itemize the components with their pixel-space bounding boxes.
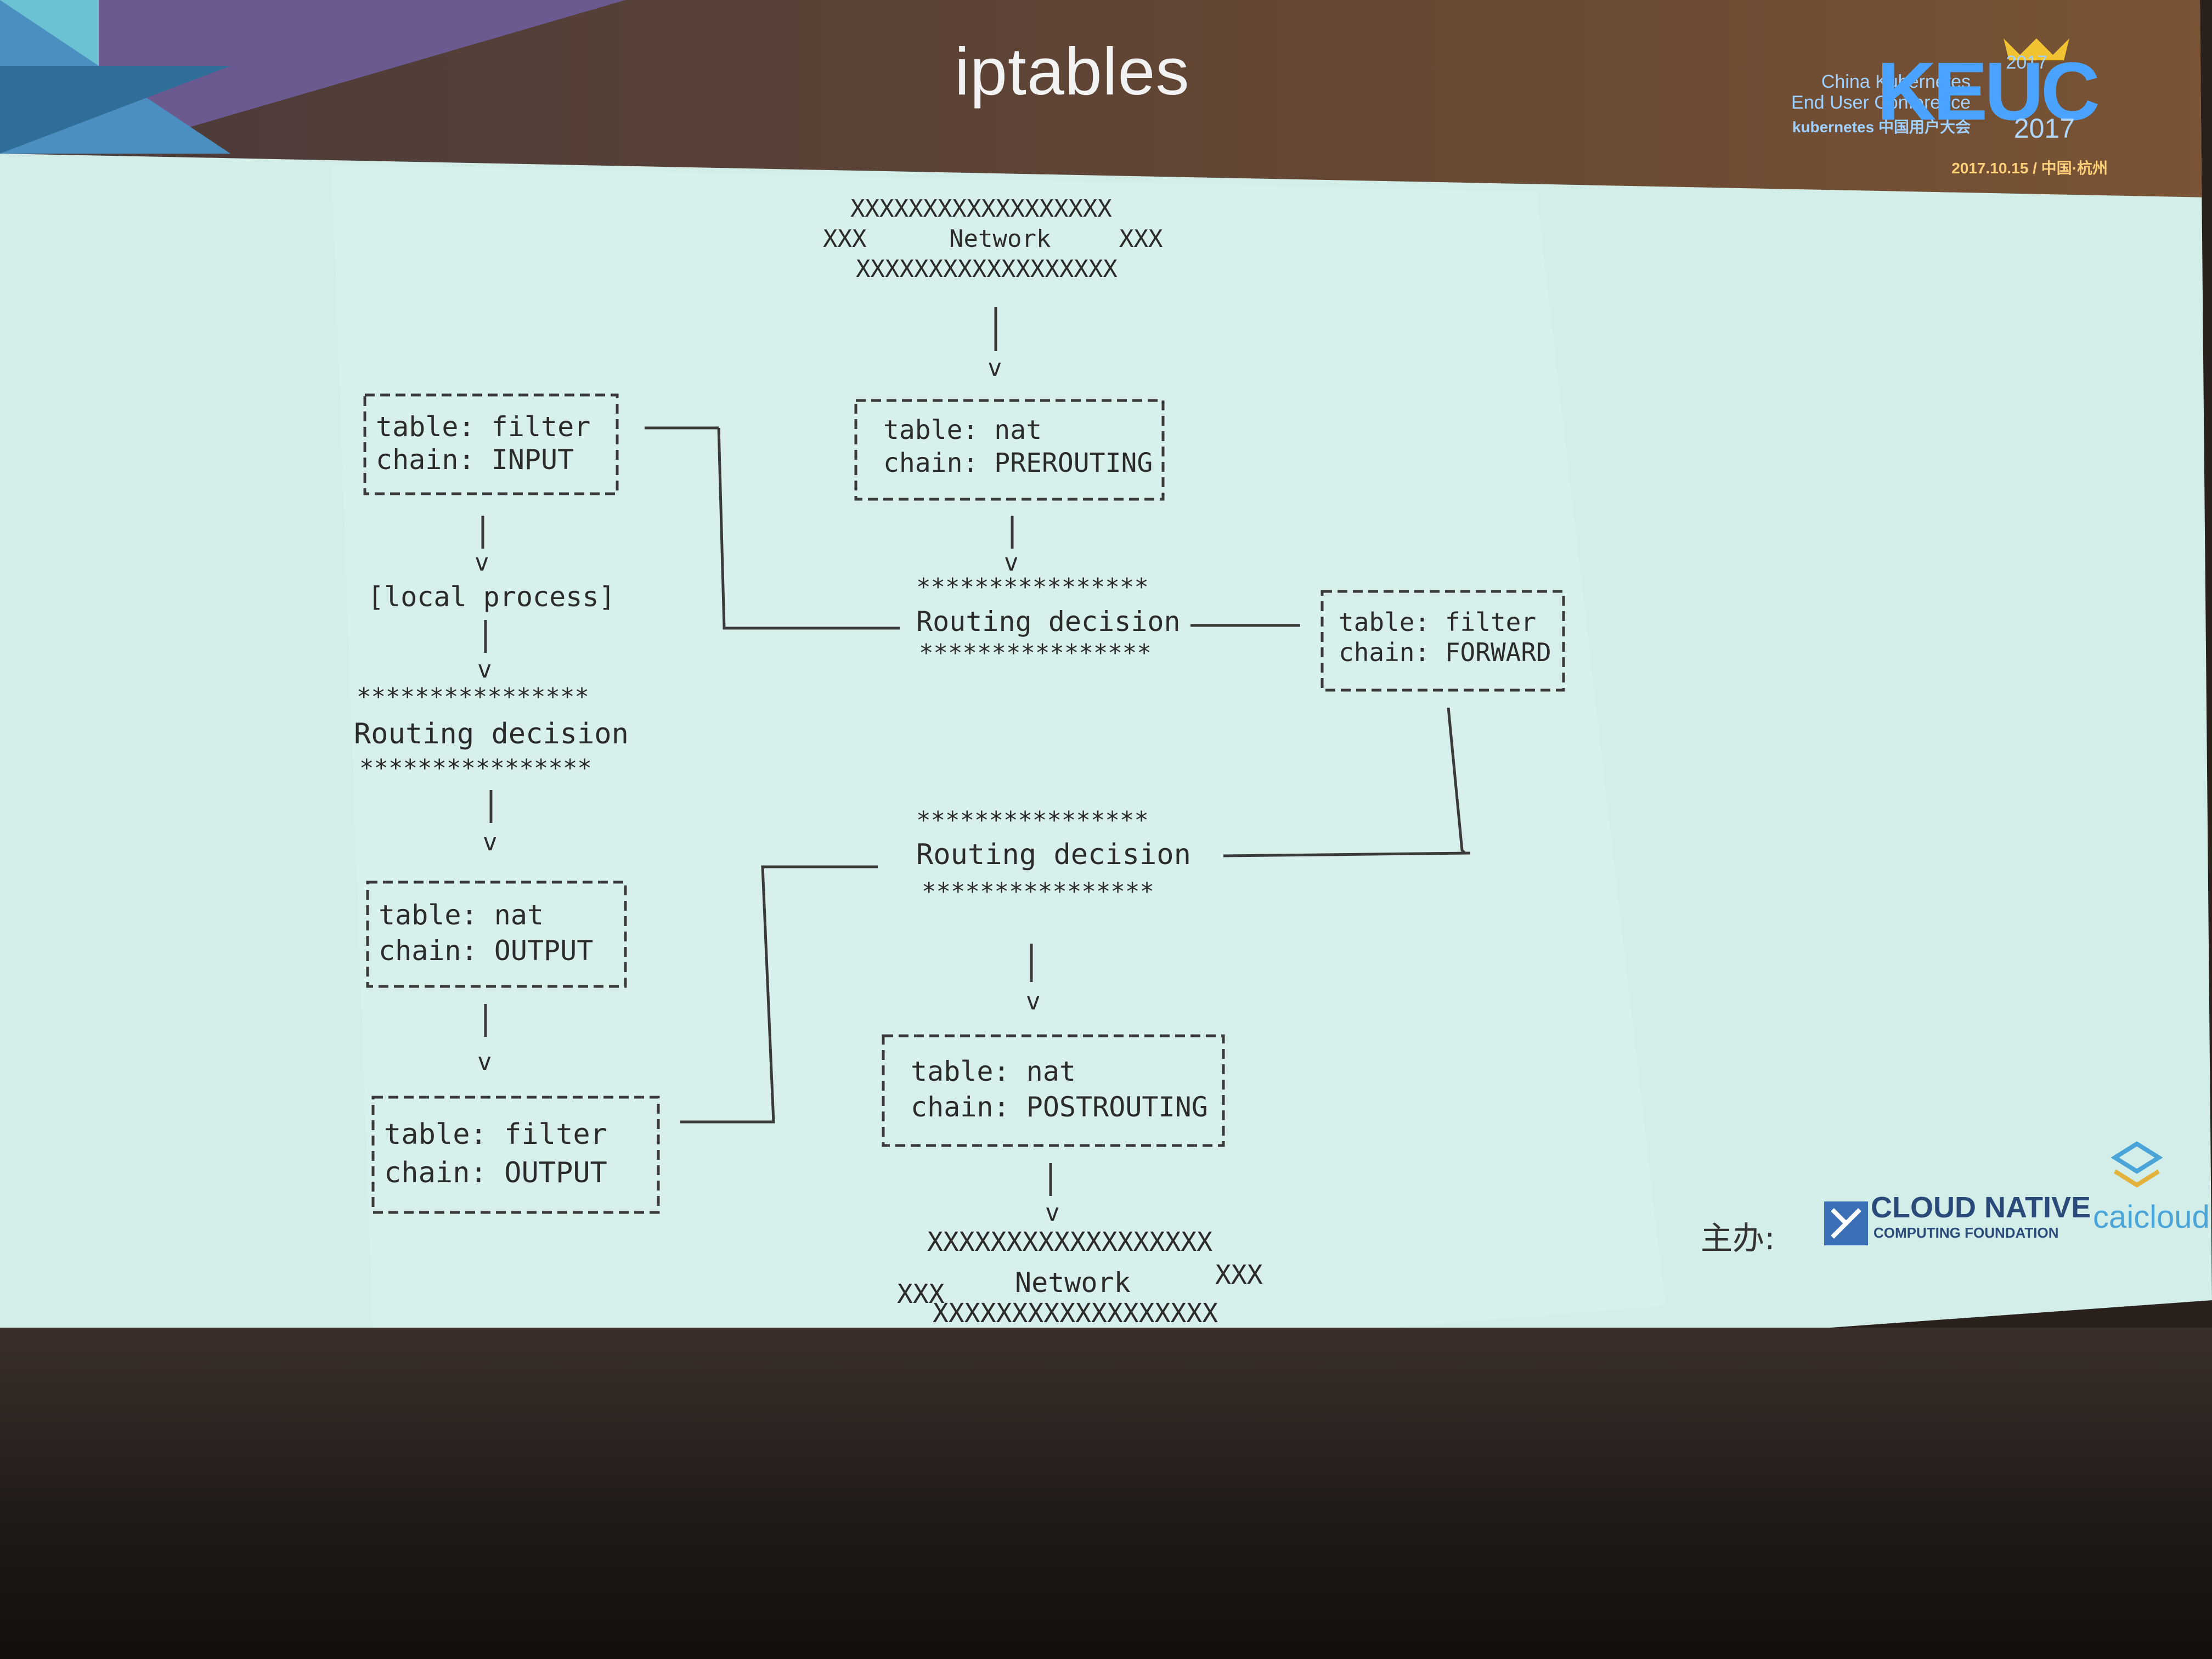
cncf-logo-icon [1824, 1201, 1868, 1245]
box-nat-prerouting-table: table: nat [883, 415, 1042, 445]
conference-name-line2: End User Conference [1791, 92, 1971, 113]
caicloud-logo-icon [2111, 1141, 2163, 1188]
box-filter-input-chain: chain: INPUT [376, 444, 574, 476]
conference-name-line3: kubernetes 中国用户大会 [1792, 119, 1971, 136]
network-bottom-border: XXXXXXXXXXXXXXXXXX [933, 1298, 1218, 1329]
box-nat-postrouting-chain: chain: POSTROUTING [911, 1091, 1208, 1123]
connector-line [680, 865, 878, 1124]
box-filter-output-chain: chain: OUTPUT [384, 1156, 607, 1189]
routing-stars: **************** [919, 639, 1152, 667]
network-bottom-label: Network [1015, 1267, 1131, 1299]
cncf-name: CLOUD NATIVE [1871, 1191, 2091, 1224]
network-top-label: Network [949, 225, 1051, 253]
arrow-down: v [477, 656, 492, 684]
network-top-border: XXXXXXXXXXXXXXXXXX [850, 195, 1112, 223]
crown-icon [2004, 38, 2069, 60]
sponsor-label: 主办: [1701, 1220, 1775, 1257]
projected-slide: iptables 2017 China Kubernetes End User … [0, 0, 2212, 1459]
box-border [363, 393, 619, 495]
arrow-down: v [477, 1048, 492, 1076]
arrow-down: v [475, 549, 489, 577]
box-border [1321, 590, 1565, 692]
connector-line [717, 427, 900, 630]
box-nat-output-chain: chain: OUTPUT [379, 935, 593, 967]
cncf-subtitle: COMPUTING FOUNDATION [1874, 1224, 2059, 1241]
box-nat-prerouting-chain: chain: PREROUTING [883, 448, 1153, 478]
box-filter-forward-chain: chain: FORWARD [1339, 637, 1551, 667]
conference-logo [2004, 38, 2069, 60]
network-bottom-border: XXXXXXXXXXXXXXXXXX [927, 1227, 1212, 1257]
conference-year-small: 2017 [2006, 52, 2047, 73]
network-top-label-right: XXX [1119, 225, 1163, 253]
routing-stars: **************** [922, 878, 1154, 906]
routing-stars: **************** [357, 683, 589, 711]
routing-decision-label: Routing decision [916, 838, 1191, 871]
local-process-label: [local process] [368, 581, 616, 613]
network-bottom-label-right: XXX [1215, 1260, 1263, 1290]
connector-line [1223, 851, 1471, 857]
box-border [882, 1034, 1225, 1147]
routing-decision-label: Routing decision [916, 606, 1181, 637]
box-nat-postrouting-table: table: nat [911, 1056, 1076, 1087]
arrow-down: v [483, 828, 498, 856]
arrow-down: v [988, 354, 1002, 382]
conference-date-place: 2017.10.15 / 中国·杭州 [1951, 160, 2108, 177]
network-top-label-left: XXX [823, 225, 867, 253]
room-foreground [0, 1328, 2212, 1659]
routing-stars: **************** [359, 754, 592, 782]
box-border [366, 881, 627, 988]
routing-stars: **************** [916, 806, 1149, 834]
caicloud-name: caicloud [2093, 1199, 2210, 1235]
arrow-down: v [1026, 988, 1041, 1015]
network-top-border: XXXXXXXXXXXXXXXXXX [856, 255, 1118, 283]
slide-title: iptables [955, 34, 1190, 109]
arrow-down: v [1045, 1199, 1060, 1227]
box-filter-output-table: table: filter [384, 1118, 607, 1151]
box-filter-input-table: table: filter [376, 411, 590, 443]
conference-year-big: 2017 [2013, 113, 2075, 144]
box-border [371, 1096, 660, 1214]
header-decor [0, 66, 230, 154]
connector-line [1447, 707, 1466, 854]
box-filter-forward-table: table: filter [1339, 607, 1536, 637]
box-nat-output-table: table: nat [379, 899, 544, 931]
network-bottom-label-left: XXX [897, 1279, 945, 1310]
conference-acronym: KEUC [1876, 45, 2100, 137]
diagram-panel [332, 165, 1665, 1410]
routing-decision-label: Routing decision [354, 718, 629, 751]
routing-stars: **************** [916, 573, 1149, 601]
arrow-down: v [1004, 549, 1019, 577]
box-border [854, 399, 1165, 501]
conference-name-line1: China Kubernetes [1821, 71, 1971, 92]
